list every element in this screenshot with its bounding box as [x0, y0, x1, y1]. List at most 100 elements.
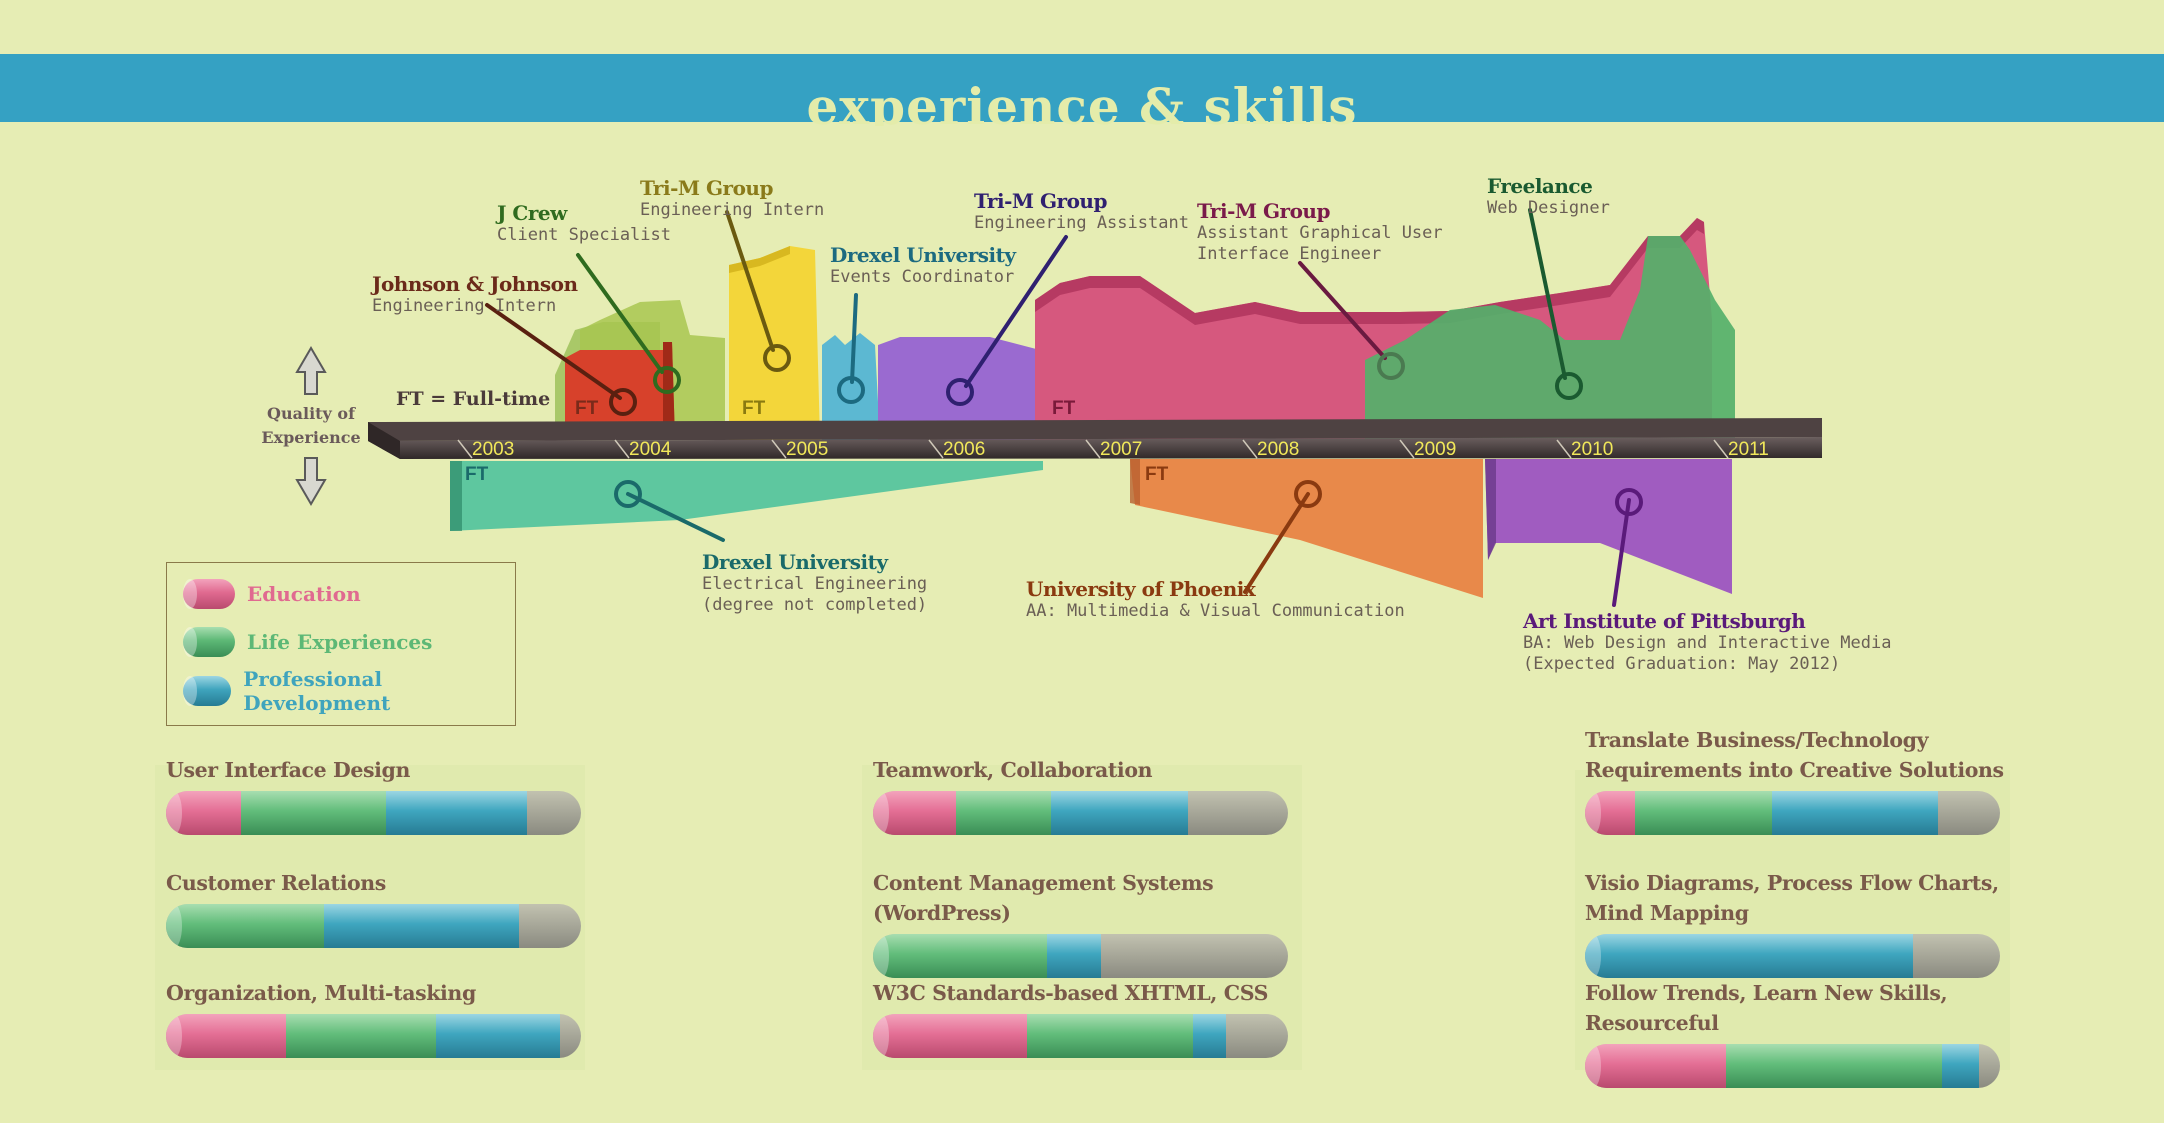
skill-bar-cap: [1585, 1044, 1601, 1088]
skill-segment-education: [166, 791, 241, 835]
skill-segment-education: [1585, 1044, 1727, 1088]
skill-item: User Interface Design: [166, 755, 596, 835]
skill-segment-life: [166, 904, 324, 948]
skill-bar: [873, 1014, 1288, 1058]
skill-name: Translate Business/Technology Requiremen…: [1585, 728, 2004, 782]
role-label-trim-assistant: Tri-M Group Engineering Assistant: [974, 189, 1189, 234]
skill-name: User Interface Design: [166, 758, 410, 782]
skill-bar: [166, 1014, 581, 1058]
ft-marker-jj: FT: [575, 398, 599, 419]
role-label-drexel-events: Drexel University Events Coordinator: [830, 243, 1016, 288]
skill-segment-professional: [1192, 1014, 1226, 1058]
role-org: Freelance: [1487, 174, 1593, 198]
trim-gui-marker-circle: [1377, 352, 1405, 380]
drexel-events-area: [822, 333, 880, 440]
skill-bar-cap: [166, 1014, 182, 1058]
aip-leader-line: [1612, 498, 1631, 607]
professional-swatch-icon: [183, 676, 232, 706]
role-title: Engineering Intern: [372, 296, 557, 316]
edu-org: University of Phoenix: [1026, 577, 1256, 601]
skill-segment-professional: [1051, 791, 1189, 835]
skill-bar: [166, 904, 581, 948]
skill-segment-education: [873, 1014, 1027, 1058]
ft-marker-trim-gui: FT: [1052, 398, 1076, 419]
skill-bar-cap: [873, 791, 889, 835]
ft-marker-phoenix: FT: [1145, 464, 1169, 485]
year-tick: [1713, 439, 1729, 459]
year-label: 2011: [1728, 439, 1769, 460]
role-org: Tri-M Group: [640, 176, 773, 200]
role-label-jj: Johnson & Johnson Engineering Intern: [372, 272, 578, 317]
year-label: 2008: [1257, 439, 1299, 460]
jj-leader-line: [485, 303, 622, 400]
skill-bar: [1585, 934, 2000, 978]
quality-label: Quality of Experience: [258, 402, 364, 450]
drexel-events-leader-line: [850, 293, 858, 384]
quality-arrow-up-icon: [295, 346, 327, 395]
skill-segment-professional: [435, 1014, 561, 1058]
skill-segment-life: [1026, 1014, 1193, 1058]
year-tick: [614, 439, 630, 459]
aip-marker-circle: [1615, 488, 1643, 516]
skill-bar: [873, 791, 1288, 835]
page-title: experience & skills: [806, 77, 1358, 126]
role-title: Events Coordinator: [830, 267, 1015, 287]
aip-education-area: [1485, 459, 1732, 594]
role-label-jcrew: J Crew Client Specialist: [497, 201, 671, 246]
freelance-leader-line: [1528, 208, 1567, 380]
role-label-trim-intern: Tri-M Group Engineering Intern: [640, 176, 824, 221]
legend: Education Life Experiences Professional …: [166, 562, 516, 726]
phoenix-education-area: [1130, 459, 1483, 598]
drexel-edu-leader-line: [626, 492, 725, 542]
drexel-education-area: [450, 461, 1043, 531]
skill-bar-cap: [873, 1014, 889, 1058]
skill-bar-cap: [1585, 934, 1601, 978]
jcrew-leader-line: [576, 253, 664, 374]
skill-bar: [166, 791, 581, 835]
edu-degree: AA: Multimedia & Visual Communication: [1026, 601, 1405, 621]
skill-item: Customer Relations: [166, 868, 596, 948]
skill-segment-professional: [1047, 934, 1102, 978]
header-banner: [0, 54, 2164, 122]
skill-bar-cap: [166, 791, 182, 835]
edu-label-phoenix: University of Phoenix AA: Multimedia & V…: [1026, 577, 1405, 622]
drexel-edu-marker-circle: [614, 480, 642, 508]
skill-segment-education: [166, 1014, 287, 1058]
skill-segment-life: [873, 934, 1048, 978]
skill-bar-cap: [1585, 791, 1601, 835]
trim-assistant-area: [878, 337, 1042, 440]
ft-marker-drexel: FT: [465, 464, 489, 485]
skill-segment-professional: [1585, 934, 1913, 978]
year-label: 2004: [629, 439, 672, 460]
ft-marker-trim-intern: FT: [742, 398, 766, 419]
skill-item: Visio Diagrams, Process Flow Charts, Min…: [1585, 868, 2015, 978]
legend-label: Professional Development: [243, 667, 391, 715]
role-title: Engineering Assistant: [974, 213, 1189, 233]
skill-item: W3C Standards-based XHTML, CSS: [873, 978, 1303, 1058]
skill-segment-life: [286, 1014, 436, 1058]
freelance-area: [1365, 236, 1735, 440]
trim-intern-leader-line: [725, 210, 775, 352]
skill-item: Content Management Systems (WordPress): [873, 868, 1303, 978]
life-experience-swatch-icon: [183, 627, 235, 657]
skill-item: Teamwork, Collaboration: [873, 755, 1303, 835]
role-title-line2: Interface Engineer: [1197, 244, 1382, 264]
year-label: 2007: [1100, 439, 1142, 460]
timeline-axis: [368, 418, 1822, 459]
skill-segment-life: [1726, 1044, 1942, 1088]
edu-label-aip: Art Institute of Pittsburgh BA: Web Desi…: [1523, 609, 1891, 675]
legend-item-life: Life Experiences: [183, 625, 432, 659]
year-tick: [1242, 439, 1258, 459]
skill-bar-cap: [873, 934, 889, 978]
role-label-freelance: Freelance Web Designer: [1487, 174, 1610, 219]
phoenix-marker-circle: [1294, 480, 1322, 508]
role-org: Tri-M Group: [974, 189, 1107, 213]
skill-segment-professional: [1771, 791, 1938, 835]
skill-item: Translate Business/Technology Requiremen…: [1585, 725, 2015, 835]
role-title: Web Designer: [1487, 198, 1610, 218]
quality-label-line1: Quality of: [267, 404, 355, 423]
edu-org: Art Institute of Pittsburgh: [1523, 609, 1806, 633]
trim-assistant-leader-line: [964, 235, 1068, 388]
